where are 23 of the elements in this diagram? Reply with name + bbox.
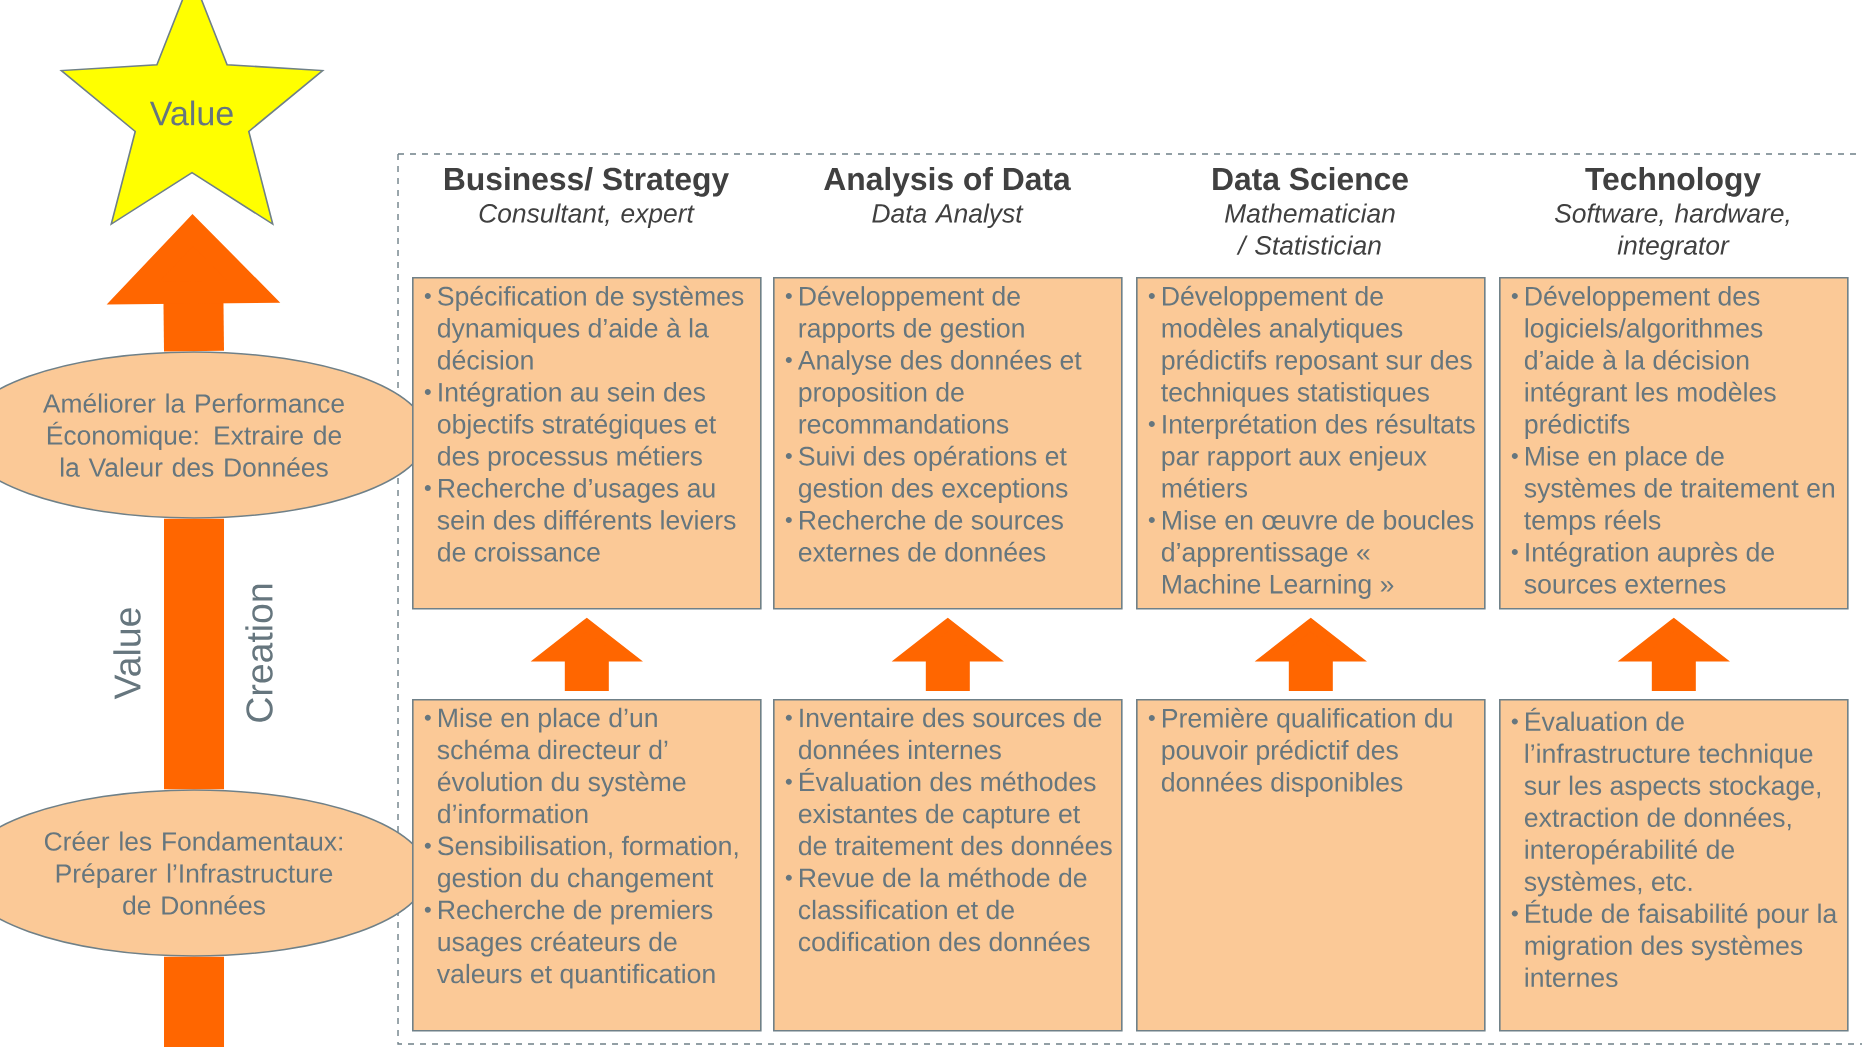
- column-heading: Business/ Strategy: [445, 166, 729, 197]
- node-label: Recherche de sources externes de données: [798, 510, 1063, 562]
- task-box: Première qualification du pouvoir prédictif des données disponibles: [1136, 699, 1486, 1032]
- rotated-label: Creation: [245, 584, 273, 722]
- node-label: Développement de rapports de gestion: [799, 285, 1024, 343]
- task-box: Inventaire des sources de données internes Évaluation des méthodes existantes de capture et de traitement des données Revue de la méthode de classification et de codification des données: [773, 699, 1123, 1032]
- task-box: Développement des logiciels/algorithmes d’aide à la décision intégrant les modèles prédictifs Mise en place de systèmes de traitement en temps réels Intégration auprès de sources externes: [1499, 277, 1849, 610]
- task-box: Développement de rapports de gestion Analyse des données et proposition de recommandations Suivi des opérations et gestion des exceptions Recherche de sources externes de données: [773, 277, 1123, 610]
- task-box: Mise en place d’un schéma directeur d’ évolution du système d’information Sensibilisation, formation, gestion du changement Recherche de premiers usages créateurs de valeurs et quantification: [412, 699, 762, 1032]
- column-heading: Data Science: [1213, 166, 1408, 191]
- role-subtitle: Software, hardware, integrator: [1554, 203, 1789, 260]
- task-box: Développement de modèles analytiques prédictifs reposant sur des techniques statistiques Interprétation des résultats par rapport aux enjeux métiers Mise en œuvre de boucles d’apprentissage « Machine Learning »: [1136, 277, 1486, 610]
- task-box: Évaluation de l’infrastructure technique sur les aspects stockage, extraction de données, interopérabilité de systèmes, etc. Étude de faisabilité pour la migration des systèmes internes: [1499, 699, 1849, 1032]
- column-heading: Technology: [1585, 166, 1761, 197]
- role-subtitle: Data Analyst: [872, 203, 1024, 228]
- column-heading: Analysis of Data: [824, 166, 1071, 197]
- node-label: Suivi des opérations et gestion des exceptions: [798, 445, 1068, 503]
- star: Value: [59, 0, 325, 226]
- role-subtitle: Consultant, expert: [479, 203, 695, 228]
- role-subtitle: Mathematician / Statistician: [1225, 203, 1395, 255]
- rotated-label: Value: [113, 608, 141, 700]
- node-label: Analyse des données et proposition de recommandations: [797, 349, 1082, 434]
- task-box: Spécification de systèmes dynamiques d’aide à la décision Intégration au sein des objectifs stratégiques et des processus métiers Recherche d’usages au sein des différents leviers de croissance: [412, 277, 762, 610]
